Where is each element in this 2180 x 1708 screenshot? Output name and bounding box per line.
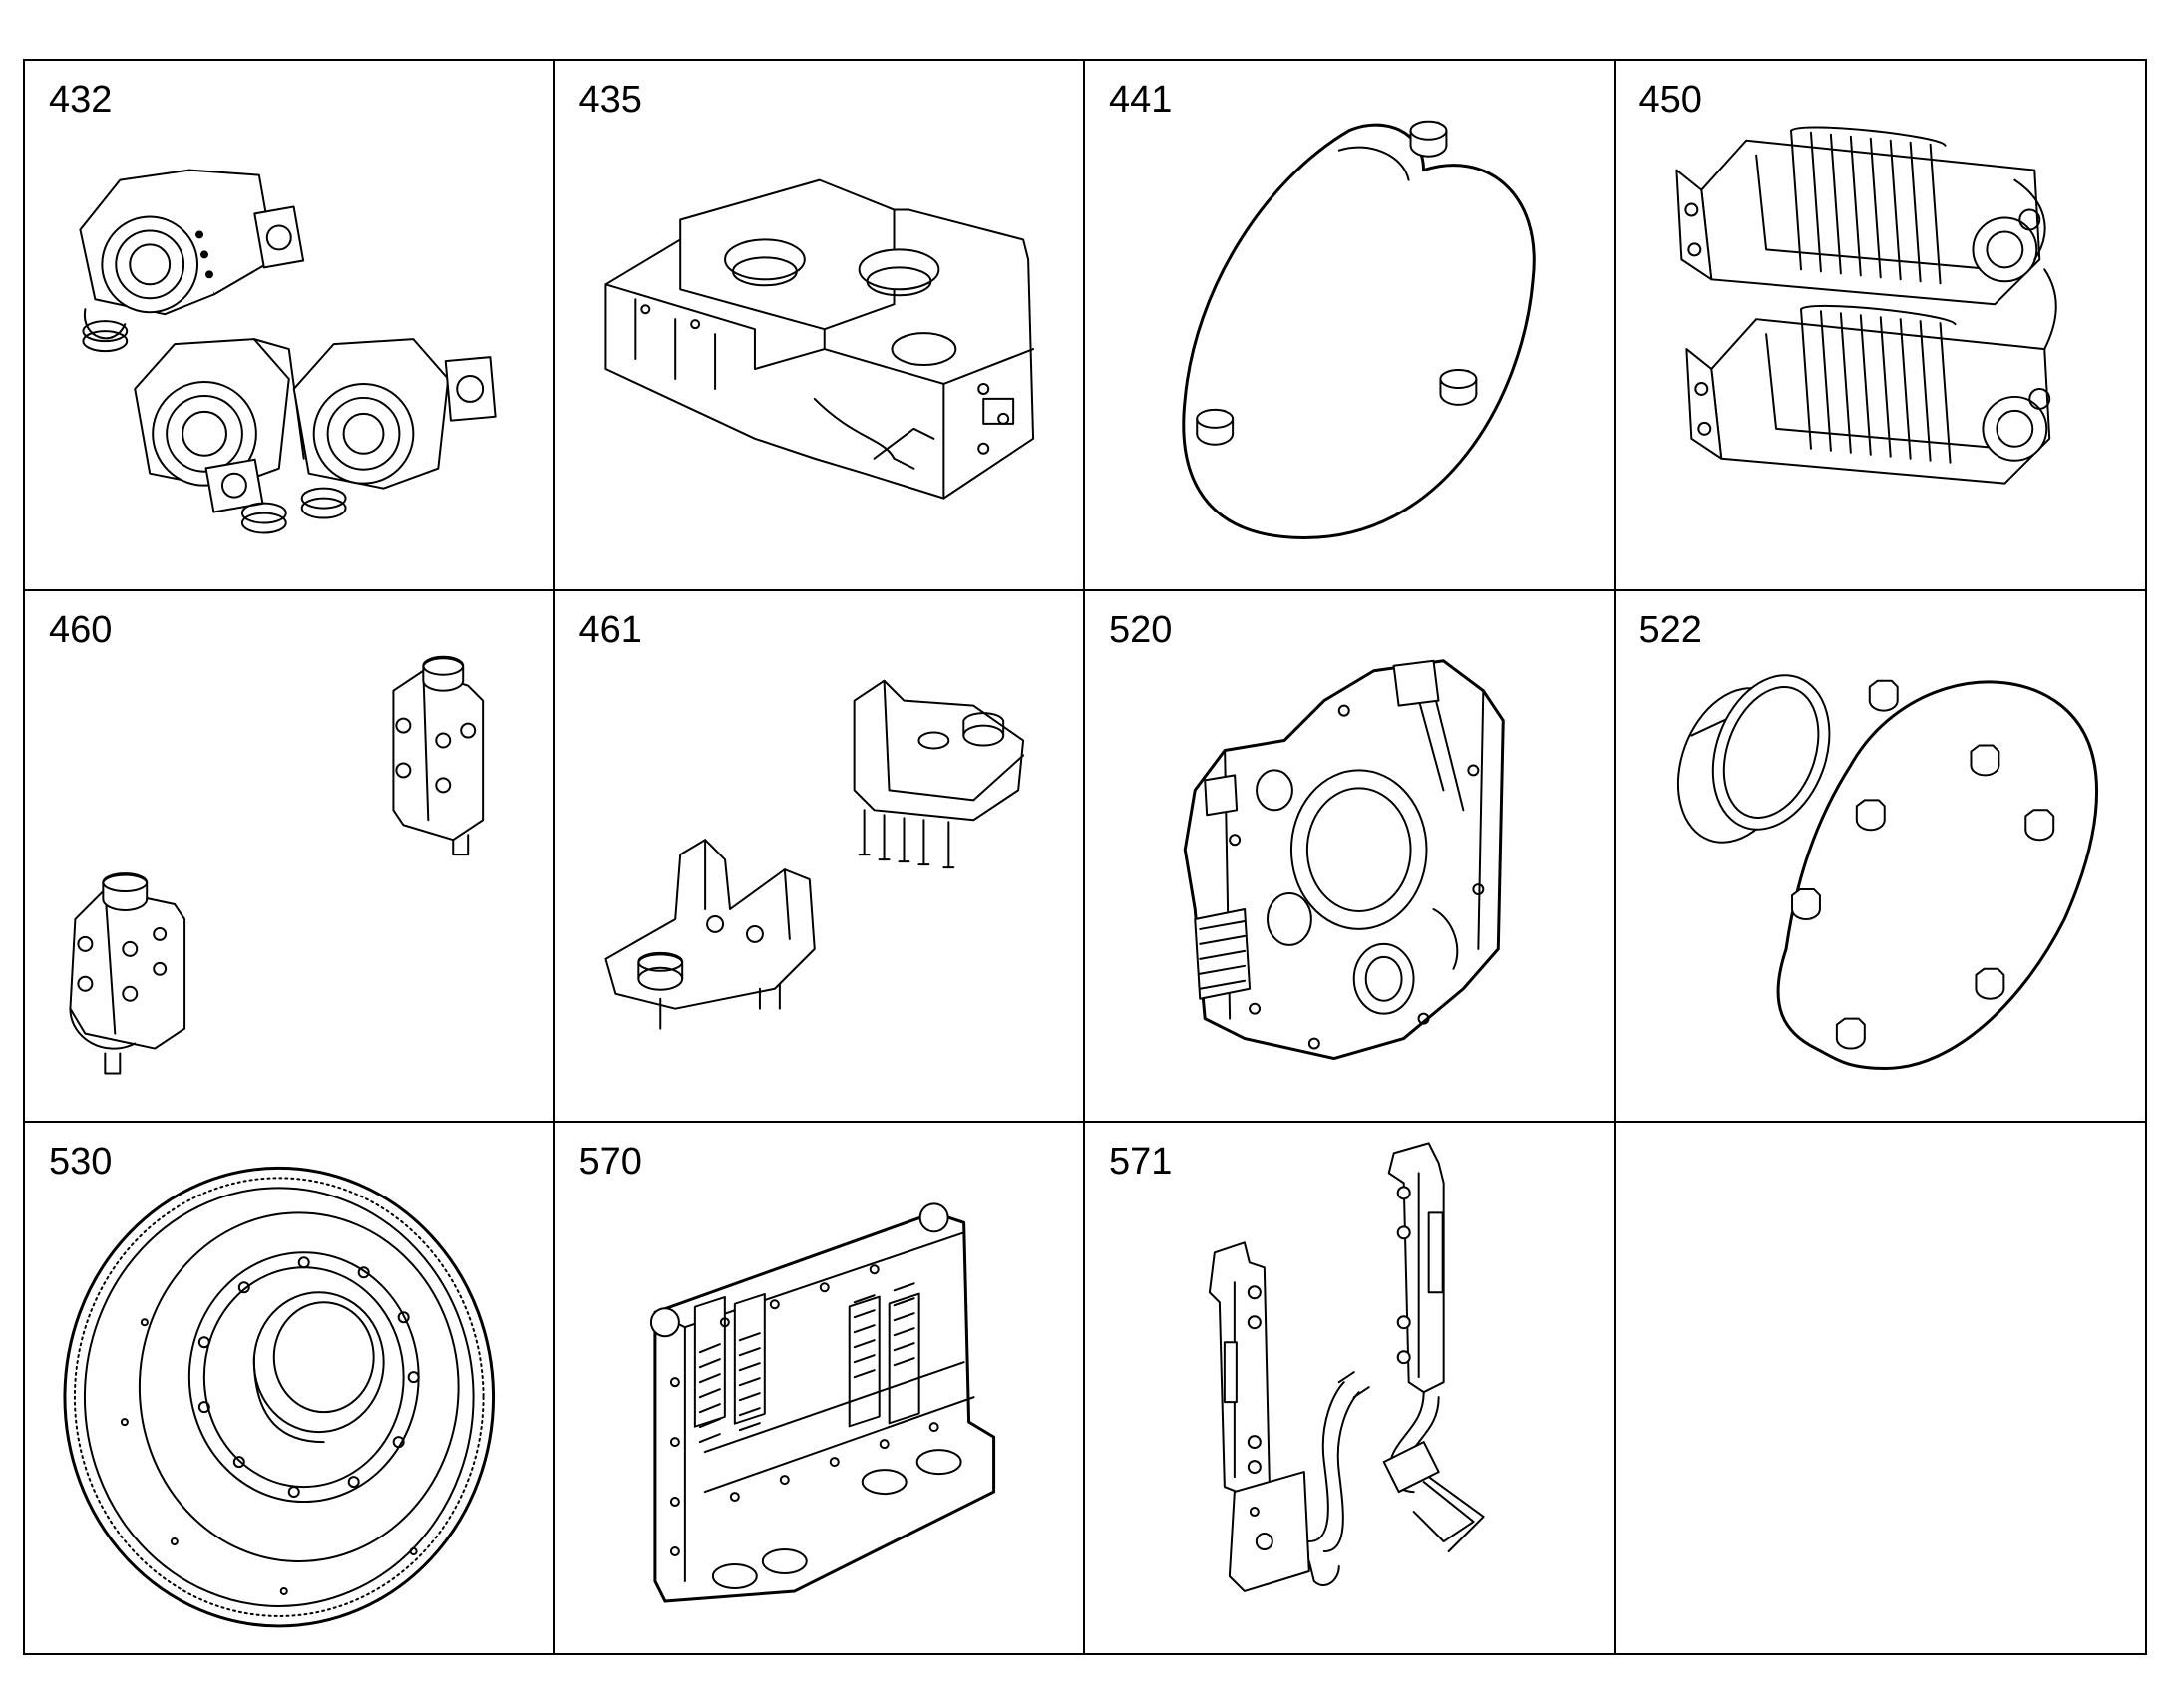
part-number: 432 [49, 79, 113, 121]
part-number: 571 [1109, 1140, 1173, 1183]
gear-housing-icon [1183, 659, 1505, 1061]
part-cell-450[interactable]: 450 [1615, 61, 2145, 592]
part-number: 520 [1109, 609, 1173, 652]
part-cell-435[interactable]: 435 [554, 61, 1085, 592]
part-number: 461 [578, 609, 642, 652]
part-number: 450 [1638, 79, 1702, 121]
part-cell-520[interactable]: 520 [1085, 591, 1616, 1123]
part-cell-571[interactable]: 571 [1085, 1122, 1616, 1653]
part-number: 460 [49, 609, 113, 652]
ecm-module-icon [649, 1201, 995, 1603]
part-number: 435 [578, 79, 642, 121]
turbocharger-assembly-icon [79, 169, 497, 534]
mounting-frame-icon [603, 178, 1034, 500]
seal-and-cover-icon [1676, 674, 2098, 1071]
bracket-icon [603, 680, 1024, 1030]
part-number: 522 [1638, 609, 1702, 652]
empty-cell [1616, 1123, 2146, 1653]
part-cell-461[interactable]: 461 [554, 591, 1085, 1123]
part-number: 530 [49, 1140, 113, 1183]
flywheel-icon [63, 1166, 496, 1628]
part-cell-530[interactable]: 530 [25, 1122, 555, 1653]
parts-grid: 432 [23, 59, 2147, 1655]
part-number: 570 [578, 1140, 642, 1183]
ecm-cooling-plate-icon [1208, 1142, 1485, 1592]
starter-motor-icon [1674, 126, 2057, 485]
part-cell-460[interactable]: 460 [25, 591, 555, 1123]
part-cell-570[interactable]: 570 [555, 1122, 1085, 1653]
part-cell-441[interactable]: 441 [1085, 61, 1616, 592]
part-number: 441 [1109, 79, 1173, 121]
part-cell-522[interactable]: 522 [1615, 591, 2145, 1123]
filter-head-icon [69, 656, 485, 1075]
part-cell-432[interactable]: 432 [25, 61, 555, 592]
cover-plate-icon [1182, 120, 1536, 539]
